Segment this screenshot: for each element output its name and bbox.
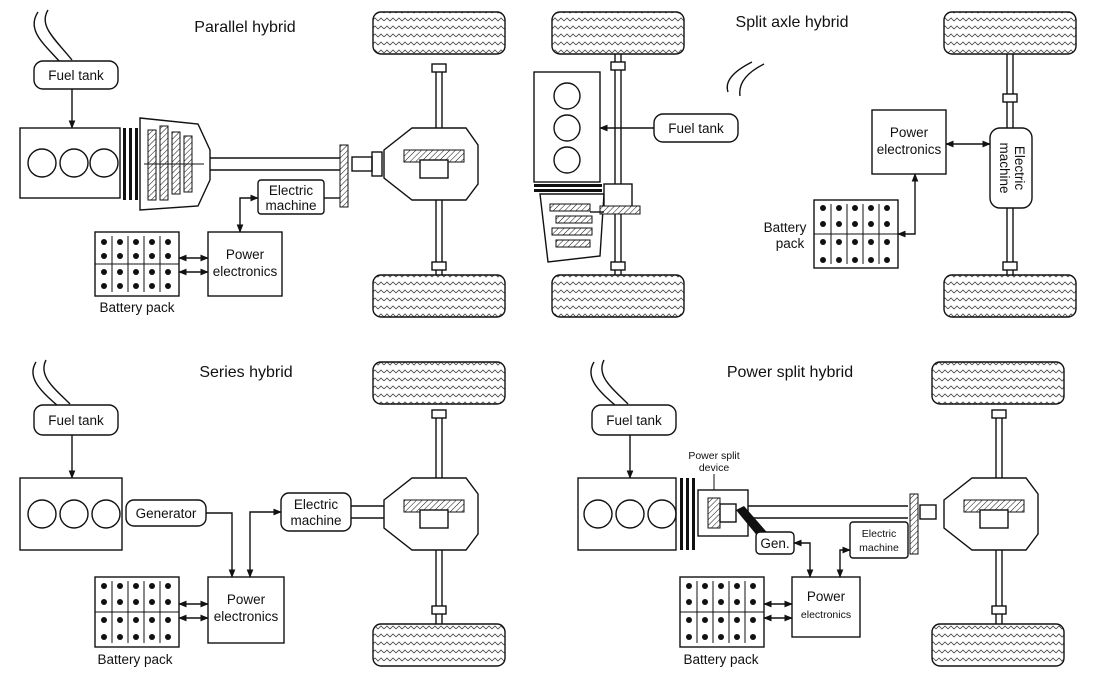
front-right-tire xyxy=(551,274,685,318)
em-pe-link xyxy=(246,508,282,578)
electric-machine-label-2: machine xyxy=(997,142,1012,193)
power-electronics-box: Power electronics xyxy=(871,109,947,175)
power-split-device xyxy=(697,474,772,544)
power-electronics-label-2: electronics xyxy=(877,142,942,157)
fuel-filler-hose xyxy=(590,361,617,407)
fuel-filler-hose-outer xyxy=(601,359,629,405)
battery-pack xyxy=(813,199,899,269)
rear-right-tire xyxy=(943,274,1077,318)
clutch xyxy=(680,478,695,550)
generator-label: Gen. xyxy=(760,536,789,551)
motor-gear xyxy=(909,493,919,555)
battery-pack-label: Battery pack xyxy=(97,652,172,667)
panel-title: Power split hybrid xyxy=(727,364,853,381)
fuel-tank-label: Fuel tank xyxy=(48,413,104,428)
power-electronics-label-1: Power xyxy=(807,589,846,604)
motor-gear xyxy=(339,144,349,208)
power-electronics-label-2: electronics xyxy=(213,264,278,279)
panel-title: Series hybrid xyxy=(199,364,292,381)
electric-machine-box: Electric machine xyxy=(849,521,909,559)
fuel-filler-hose-outer xyxy=(739,63,765,97)
fuel-filler-hose-outer xyxy=(44,9,73,61)
fuel-filler-hose-outer xyxy=(43,359,71,405)
fuel-tank-box: Fuel tank xyxy=(591,404,677,436)
electric-machine-label-2: machine xyxy=(859,542,899,554)
power-electronics-box: Power electronics xyxy=(207,231,283,297)
panel-title: Split axle hybrid xyxy=(736,14,849,31)
power-electronics-label-1: Power xyxy=(226,247,265,262)
fuel-tank-label: Fuel tank xyxy=(48,68,104,83)
rear-right-tire xyxy=(931,623,1065,667)
engine xyxy=(19,127,121,199)
power-electronics-box: Power electronics xyxy=(791,576,861,638)
front-axle xyxy=(610,54,626,275)
electric-machine-label-1: Electric xyxy=(1012,146,1027,191)
electric-machine-box: Electric machine xyxy=(989,127,1033,209)
gearbox xyxy=(139,117,211,211)
front-left-tire xyxy=(551,11,685,55)
panel-parallel-hybrid: Parallel hybrid Fuel tank xyxy=(19,9,506,318)
differential xyxy=(943,477,1039,551)
fuel-tank-label: Fuel tank xyxy=(606,413,662,428)
battery-pack-label-1: Battery xyxy=(764,220,807,235)
em-pe-link xyxy=(836,546,851,578)
panel-power-split-hybrid: Power split hybrid Fuel tank Power split… xyxy=(577,359,1065,667)
panel-split-axle-hybrid: Split axle hybrid xyxy=(533,11,1077,318)
battery-pe-link xyxy=(897,173,919,238)
generator-pe-link xyxy=(206,512,236,578)
power-electronics-label-1: Power xyxy=(890,125,929,140)
gen-pe-link xyxy=(793,539,814,578)
fuel-filler-hose xyxy=(726,61,753,93)
rear-left-tire xyxy=(372,11,506,55)
differential xyxy=(383,477,479,551)
electric-machine-label-1: Electric xyxy=(294,497,339,512)
battery-pack-label-2: pack xyxy=(776,236,805,251)
clutch xyxy=(534,184,602,192)
u-joint xyxy=(919,504,937,520)
electric-machine-label-1: Electric xyxy=(862,528,896,540)
generator-label: Generator xyxy=(136,506,197,521)
power-split-device-label-1: Power split xyxy=(688,450,739,462)
power-electronics-label-2: electronics xyxy=(214,609,279,624)
battery-pack-label: Battery pack xyxy=(683,652,758,667)
battery-pack xyxy=(94,231,180,297)
engine xyxy=(19,477,123,551)
clutch xyxy=(123,128,138,200)
power-electronics-label-1: Power xyxy=(227,592,266,607)
fuel-filler-hose xyxy=(33,11,61,63)
electric-machine-label-2: machine xyxy=(290,513,341,528)
rear-left-tire xyxy=(372,361,506,405)
power-electronics-label-2: electronics xyxy=(801,609,851,621)
power-split-device-label-2: device xyxy=(699,462,730,474)
fuel-tank-label: Fuel tank xyxy=(668,121,724,136)
fuel-tank-box: Fuel tank xyxy=(33,60,119,90)
battery-pack-label: Battery pack xyxy=(99,300,174,315)
differential xyxy=(383,127,479,201)
electric-machine-box: Electric machine xyxy=(257,179,325,215)
battery-pack xyxy=(679,576,765,648)
fuel-filler-hose xyxy=(32,361,59,407)
electric-machine-label-1: Electric xyxy=(269,183,314,198)
battery-pack xyxy=(94,576,180,648)
panel-series-hybrid: Series hybrid Fuel tank Generator Electr… xyxy=(19,359,506,667)
generator-box: Gen. xyxy=(755,531,795,555)
fuel-tank-box: Fuel tank xyxy=(653,113,739,143)
panel-title: Parallel hybrid xyxy=(194,19,295,36)
rear-left-tire xyxy=(943,11,1077,55)
engine xyxy=(577,477,677,551)
fuel-tank-box: Fuel tank xyxy=(33,404,119,436)
electric-machine-box: Electric machine xyxy=(280,492,352,532)
em-pe-link xyxy=(236,194,259,233)
u-joint xyxy=(351,156,373,172)
engine xyxy=(533,71,601,183)
generator-box: Generator xyxy=(125,499,207,527)
rear-right-tire xyxy=(372,623,506,667)
power-electronics-box: Power electronics xyxy=(207,576,285,644)
rear-right-tire xyxy=(372,274,506,318)
rear-left-tire xyxy=(931,361,1065,405)
electric-machine-label-2: machine xyxy=(265,198,316,213)
transaxle xyxy=(539,183,641,263)
